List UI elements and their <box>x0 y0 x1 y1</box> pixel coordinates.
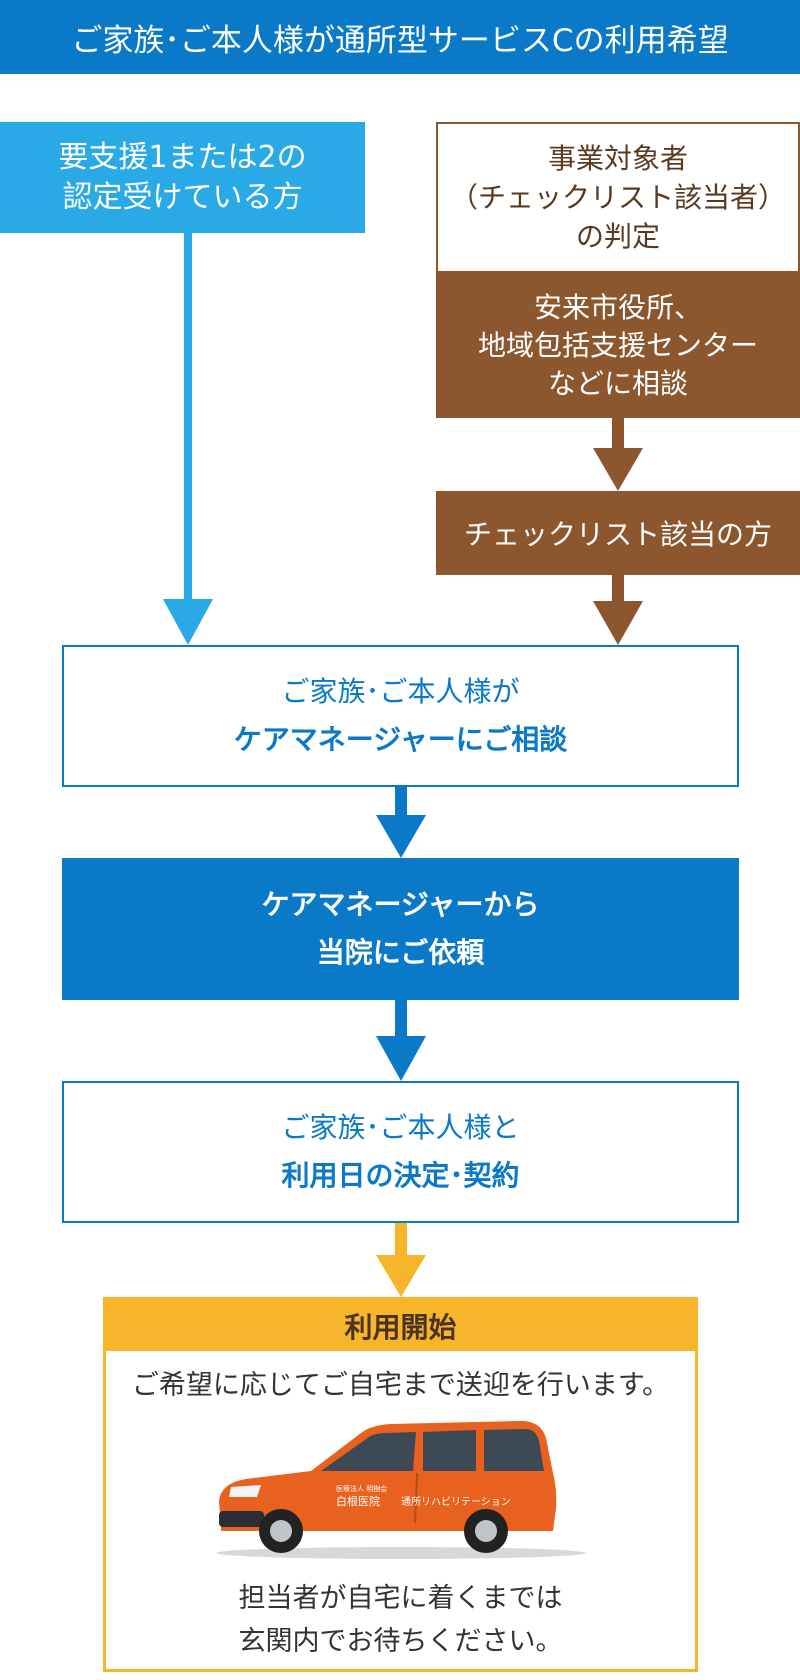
page-header: ご家族･ご本人様が通所型サービスCの利用希望 <box>0 0 800 74</box>
pickup-note: ご希望に応じてご自宅まで送迎を行います。 <box>106 1362 695 1402</box>
step1-line1: ご家族･ご本人様が <box>281 675 520 708</box>
support-level-line2: 認定受けている方 <box>62 179 303 215</box>
step3-line2: 利用日の決定･契約 <box>281 1159 520 1192</box>
blue-arrow-2 <box>376 1000 426 1081</box>
page-title: ご家族･ご本人様が通所型サービスCの利用希望 <box>71 22 729 59</box>
van-name-text: 白根医院 <box>336 1494 380 1508</box>
target-judgment-box: 事業対象者 （チェックリスト該当者） の判定 <box>436 122 800 273</box>
start-of-use-box: 利用開始 ご希望に応じてご自宅まで送迎を行います。 医療法人 明樹会 白根医院 … <box>103 1297 698 1672</box>
pickup-note-text: ご希望に応じてご自宅まで送迎を行います。 <box>131 1369 670 1401</box>
step1-line2: ケアマネージャーにご相談 <box>233 723 568 756</box>
judgment-line3: の判定 <box>575 220 660 253</box>
step-request-clinic: ケアマネージャーから 当院にご依頼 <box>62 858 739 1000</box>
step3-line1: ご家族･ご本人様と <box>281 1111 520 1144</box>
consult-line3: などに相談 <box>547 366 688 400</box>
checklist-label: チェックリスト該当の方 <box>463 518 772 551</box>
wait-note-text2: 玄関内でお待ちください。 <box>238 1625 563 1657</box>
yellow-arrow <box>376 1223 426 1297</box>
consult-line2: 地域包括支援センター <box>477 328 758 362</box>
transport-van-image: 医療法人 明樹会 白根医院 通所リハビリテーション <box>201 1413 601 1563</box>
van-service-text: 通所リハビリテーション <box>401 1496 511 1508</box>
consult-city-box: 安来市役所、 地域包括支援センター などに相談 <box>436 273 800 418</box>
step2-line2: 当院にご依頼 <box>316 936 485 969</box>
blue-arrow-1 <box>376 787 426 858</box>
checklist-applicable-box: チェックリスト該当の方 <box>436 491 800 575</box>
wait-note-line2: 玄関内でお待ちください。 <box>106 1618 695 1658</box>
wait-note-text1: 担当者が自宅に着くまでは <box>238 1582 563 1614</box>
start-of-use-title: 利用開始 <box>344 1310 457 1344</box>
brown-arrow-2 <box>593 575 643 645</box>
brown-arrow-1 <box>593 418 643 491</box>
support-level-box: 要支援1または2の 認定受けている方 <box>0 122 365 233</box>
step-consult-caremanager: ご家族･ご本人様が ケアマネージャーにご相談 <box>62 645 739 787</box>
support-level-line1: 要支援1または2の <box>58 139 307 175</box>
wait-note-line1: 担当者が自宅に着くまでは <box>106 1575 695 1615</box>
judgment-line2: （チェックリスト該当者） <box>449 181 786 214</box>
step2-line1: ケアマネージャーから <box>261 888 540 921</box>
van-sub-text: 医療法人 明樹会 <box>336 1484 387 1493</box>
cyan-arrow <box>163 233 213 645</box>
start-of-use-header: 利用開始 <box>106 1300 695 1351</box>
consult-line1: 安来市役所、 <box>533 290 702 324</box>
judgment-line1: 事業対象者 <box>547 142 688 175</box>
step-decide-contract: ご家族･ご本人様と 利用日の決定･契約 <box>62 1081 739 1223</box>
